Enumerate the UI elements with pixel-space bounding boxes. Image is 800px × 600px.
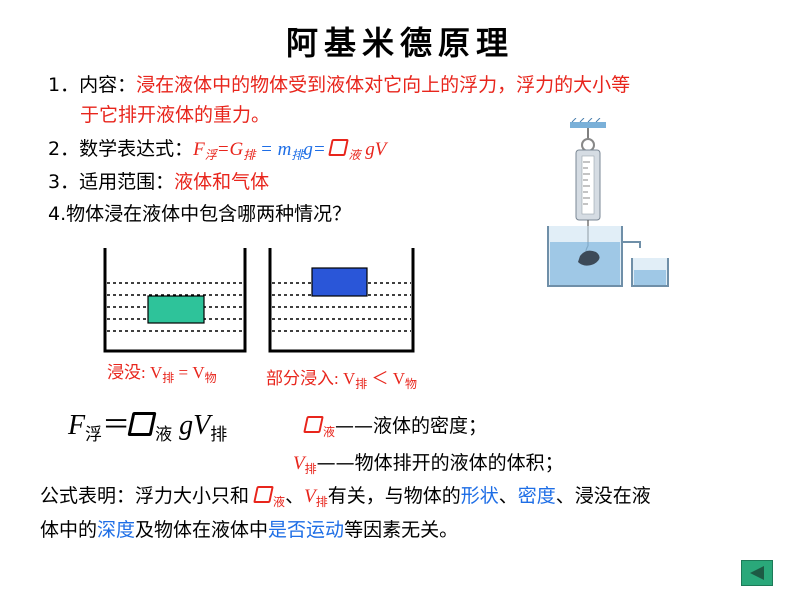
spring-scale-apparatus bbox=[547, 118, 669, 287]
container-full bbox=[103, 248, 247, 353]
case-partial-label: 部分浸入: V排 ＜ V物 bbox=[266, 369, 418, 391]
previous-slide-button[interactable] bbox=[741, 560, 773, 586]
main-formula: F浮＝液 gV排 bbox=[68, 410, 228, 444]
legend-density: 液——液体的密度； bbox=[303, 413, 487, 445]
rho-icon bbox=[253, 486, 274, 503]
rho-icon bbox=[328, 139, 350, 156]
conclusion-line-1: 公式表明：浮力大小只和 液、V排有关，与物体的形状、密度、浸没在液 bbox=[40, 485, 651, 509]
conclusion-line-2: 体中的深度及物体在液体中是否运动等因素无关。 bbox=[40, 519, 459, 541]
item-number: 2． bbox=[48, 138, 80, 160]
item-question: 4.物体浸在液体中包含哪两种情况？ bbox=[48, 203, 352, 225]
item-label: 内容： bbox=[79, 74, 137, 96]
ceiling-mount bbox=[570, 122, 606, 128]
item-content: 1．内容：浸在液体中的物体受到液体对它向上的浮力，浮力的大小等 bbox=[48, 72, 630, 98]
formula-m: = m排g= bbox=[255, 139, 331, 162]
scope-value: 液体和气体 bbox=[174, 171, 270, 193]
immersion-diagrams bbox=[103, 248, 415, 353]
rho-icon bbox=[127, 412, 157, 436]
stone bbox=[578, 250, 600, 266]
case-submerged-label: 浸没: V排 = V物 bbox=[107, 363, 217, 385]
page-title: 阿基米德原理 bbox=[285, 24, 514, 62]
content-text-cont: 于它排开液体的重力。 bbox=[80, 104, 271, 126]
item-formula: 2．数学表达式：F浮=G排 = m排g= 液 gV bbox=[48, 136, 386, 168]
legend-volume: V排——物体排开的液体的体积； bbox=[293, 452, 564, 476]
rho-icon bbox=[303, 416, 324, 433]
item-number: 3． bbox=[48, 171, 80, 193]
item-number: 1． bbox=[48, 74, 80, 96]
formula-rho: 液 gV bbox=[328, 139, 386, 162]
submerged-block bbox=[147, 295, 205, 324]
item-label: 适用范围： bbox=[79, 171, 175, 193]
triangle-left-icon bbox=[750, 566, 764, 580]
container-partial bbox=[268, 248, 415, 353]
item-scope: 3．适用范围：液体和气体 bbox=[48, 169, 269, 195]
formula-f: F浮=G排 bbox=[193, 139, 256, 162]
item-label: 数学表达式： bbox=[79, 138, 194, 160]
floating-block bbox=[311, 267, 368, 297]
content-text: 浸在液体中的物体受到液体对它向上的浮力，浮力的大小等 bbox=[136, 74, 631, 96]
